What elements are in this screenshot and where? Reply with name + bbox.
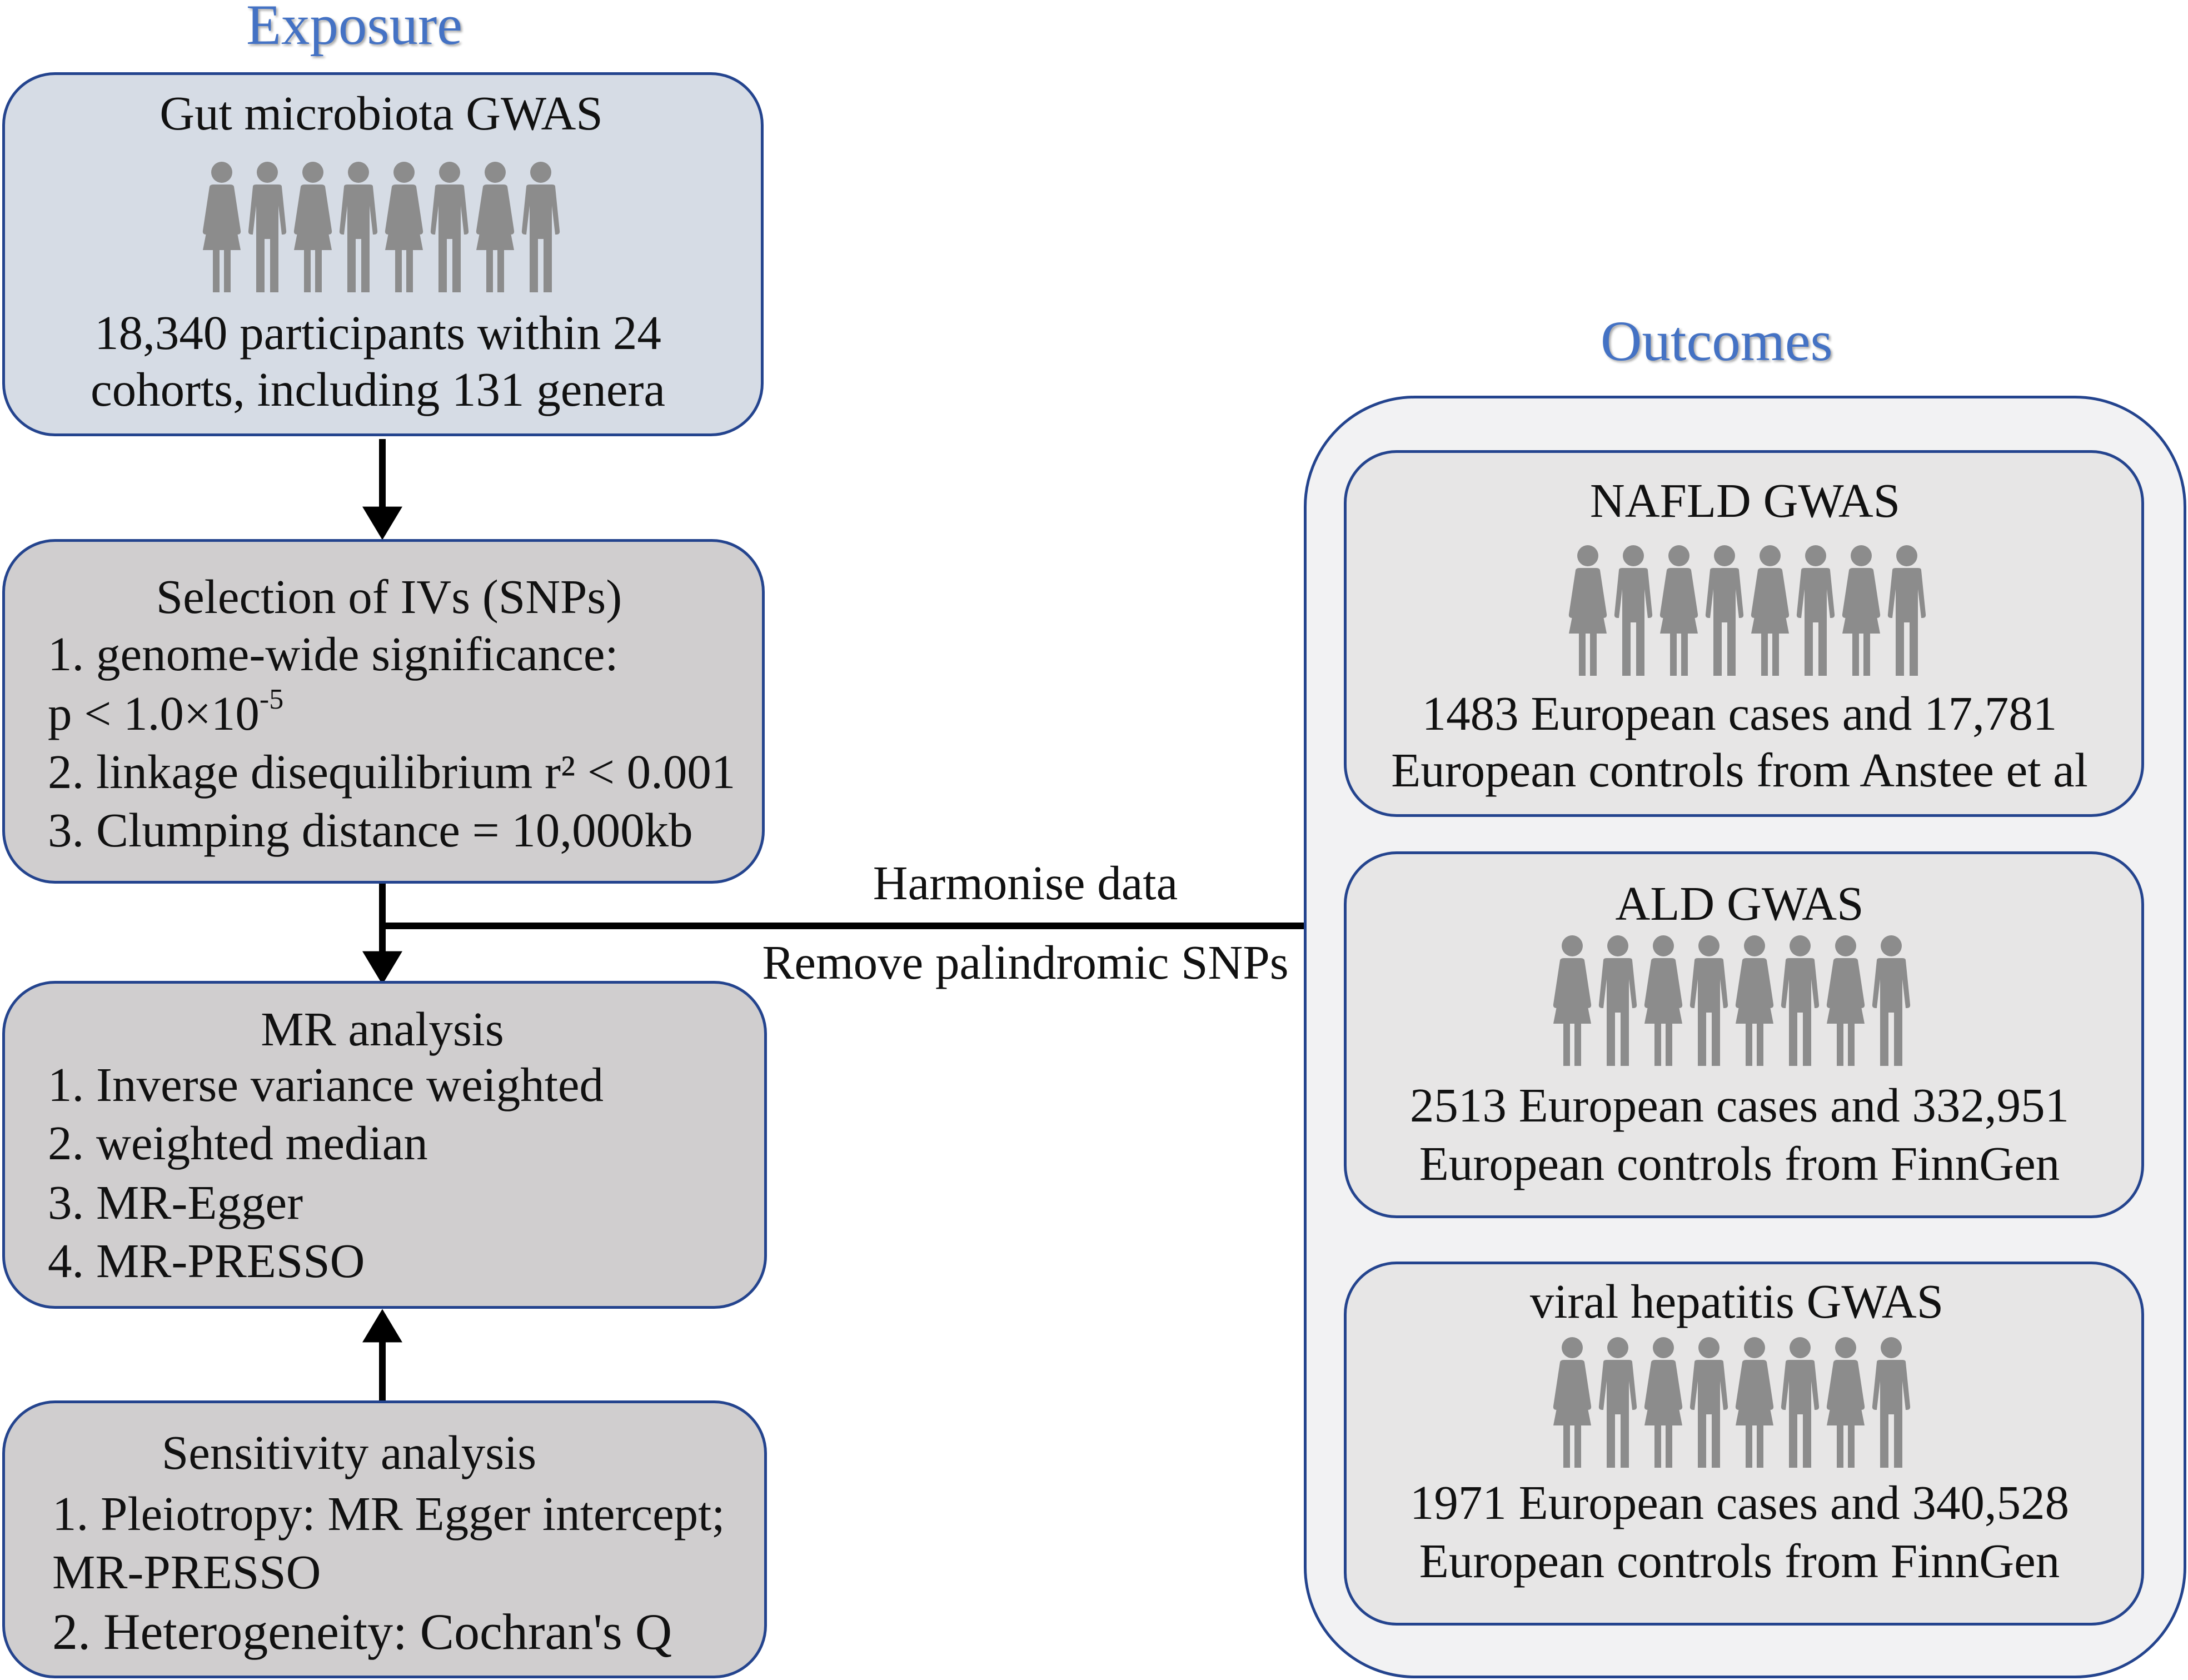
sensitivity-item-1b: MR-PRESSO [52,1545,321,1599]
mr-method-1: 1. Inverse variance weighted [48,1058,604,1111]
female-person-icon [1748,545,1792,676]
selection-item-1: 1. genome-wide significance: [48,627,619,681]
people-group-icon [1566,545,1930,676]
female-person-icon [1732,1337,1777,1468]
female-person-icon [291,161,335,292]
female-person-icon [382,161,426,292]
outcome-desc-nafld-2: European controls from Anstee et al [1391,743,2088,797]
mr-method-3: 3. MR-Egger [48,1175,303,1229]
female-person-icon [1566,545,1610,676]
people-group-icon [200,161,564,292]
female-person-icon [200,161,244,292]
selection-item-3: 3. Clumping distance = 10,000kb [48,803,693,857]
male-person-icon [1885,545,1929,676]
exposure-heading: Exposure [246,0,463,57]
female-person-icon [473,161,517,292]
female-person-icon [1550,935,1594,1066]
male-person-icon [336,161,381,292]
exposure-desc-line-2: cohorts, including 131 genera [90,362,666,416]
outcome-title-nafld: NAFLD GWAS [1589,473,1901,527]
mr-method-4: 4. MR-PRESSO [48,1234,365,1288]
outcome-desc-nafld-1: 1483 European cases and 17,781 [1422,686,2057,740]
male-person-icon [1596,935,1640,1066]
mr-analysis-title: MR analysis [261,1002,504,1056]
female-person-icon [1839,545,1883,676]
remove-palindromic-label: Remove palindromic SNPs [762,935,1289,989]
male-person-icon [1596,1337,1640,1468]
male-person-icon [1611,545,1656,676]
harmonise-label: Harmonise data [873,856,1178,910]
selection-item-1b: p < 1.0×10-5 [48,685,283,740]
female-person-icon [1641,935,1686,1066]
male-person-icon [1869,1337,1913,1468]
outcome-title-ald: ALD GWAS [1615,876,1864,930]
male-person-icon [1869,935,1913,1066]
male-person-icon [1778,935,1822,1066]
sensitivity-box [2,1400,767,1678]
mr-analysis-box [2,981,767,1309]
male-person-icon [1687,1337,1731,1468]
female-person-icon [1823,935,1868,1066]
outcome-box-nafld [1344,450,2144,817]
sensitivity-item-2: 2. Heterogeneity: Cochran's Q [52,1603,672,1660]
outcome-title-viral-hepatitis: viral hepatitis GWAS [1529,1274,1944,1328]
selection-title: Selection of IVs (SNPs) [156,570,622,624]
exposure-box [2,72,764,436]
selection-box [2,539,765,884]
sensitivity-item-1: 1. Pleiotropy: MR Egger intercept; [52,1487,725,1541]
male-person-icon [1778,1337,1822,1468]
people-group-icon [1550,935,1915,1066]
male-person-icon [1687,935,1731,1066]
people-group-icon [1550,1337,1915,1468]
outcome-desc-viral-1: 1971 European cases and 340,528 [1409,1475,2070,1529]
male-person-icon [1793,545,1838,676]
male-person-icon [1702,545,1747,676]
female-person-icon [1550,1337,1594,1468]
sensitivity-title: Sensitivity analysis [161,1425,537,1479]
male-person-icon [427,161,472,292]
selection-item-2: 2. linkage disequilibrium r² < 0.001 [48,745,736,799]
mr-method-2: 2. weighted median [48,1116,428,1170]
female-person-icon [1732,935,1777,1066]
exposure-title: Gut microbiota GWAS [160,86,603,140]
outcome-box-viral-hepatitis [1344,1262,2144,1626]
male-person-icon [519,161,563,292]
outcome-desc-ald-1: 2513 European cases and 332,951 [1409,1078,2070,1132]
outcomes-heading: Outcomes [1601,310,1833,373]
male-person-icon [245,161,290,292]
outcome-desc-ald-2: European controls from FinnGen [1419,1136,2060,1190]
outcome-box-ald [1344,851,2144,1218]
pvalue-threshold: p < 1.0×10 [48,686,260,740]
female-person-icon [1641,1337,1686,1468]
pvalue-exponent: -5 [259,684,284,715]
outcome-desc-viral-2: European controls from FinnGen [1419,1534,2060,1588]
female-person-icon [1657,545,1701,676]
female-person-icon [1823,1337,1868,1468]
exposure-desc-line-1: 18,340 participants within 24 [94,306,661,360]
